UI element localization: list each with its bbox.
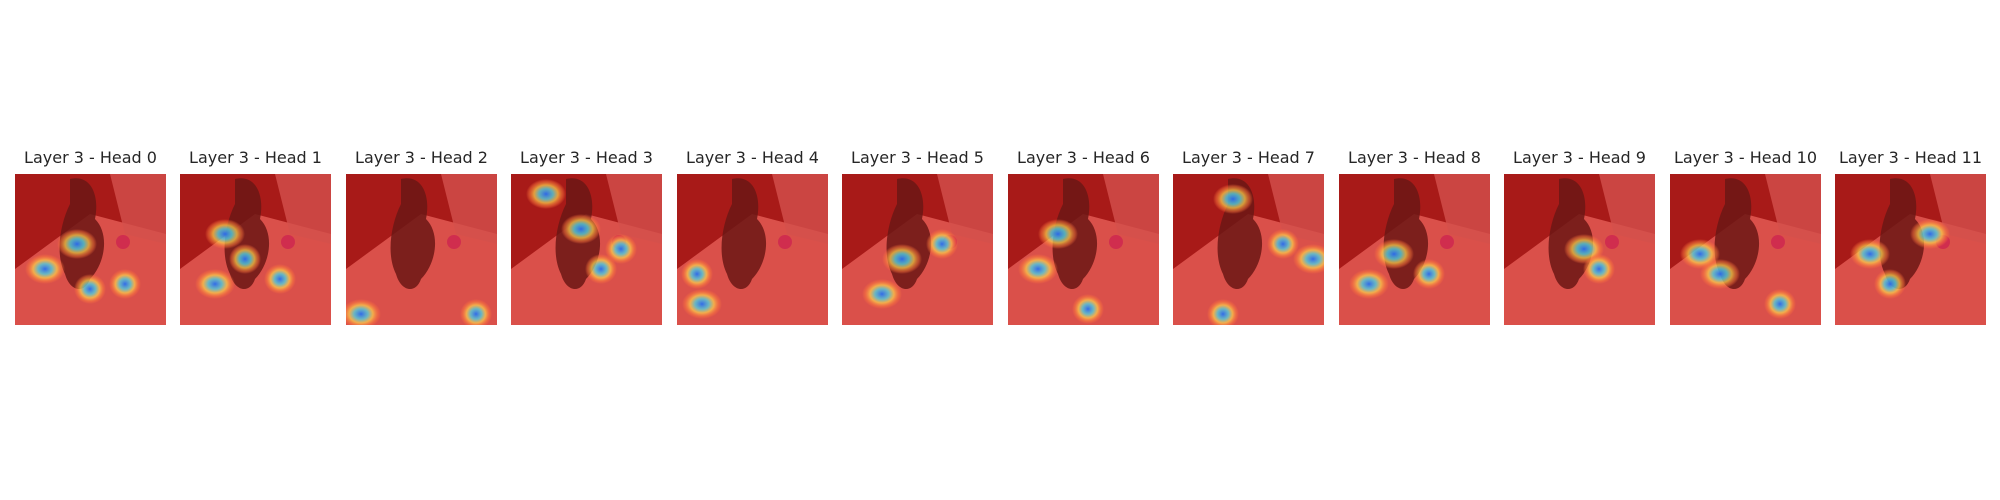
cabinet-shape bbox=[1599, 174, 1655, 244]
attention-hotspot bbox=[25, 254, 65, 284]
panel-title: Layer 3 - Head 10 bbox=[1673, 148, 1818, 167]
attention-hotspot bbox=[1413, 259, 1445, 289]
object-shape bbox=[116, 235, 130, 249]
panel-title: Layer 3 - Head 5 bbox=[851, 148, 984, 167]
attention-map-image bbox=[1835, 174, 1986, 325]
attention-hotspot bbox=[1018, 254, 1058, 284]
attention-map-image bbox=[1504, 174, 1655, 325]
attention-hotspot bbox=[1349, 269, 1389, 299]
attention-map-image bbox=[677, 174, 828, 325]
attention-hotspot bbox=[1910, 219, 1950, 249]
attention-map-image bbox=[1670, 174, 1821, 325]
attention-hotspot bbox=[862, 279, 902, 309]
attention-hotspot bbox=[1764, 289, 1796, 319]
attention-hotspot bbox=[109, 269, 141, 299]
panel-title: Layer 3 - Head 2 bbox=[355, 148, 488, 167]
cabinet-shape bbox=[441, 174, 497, 244]
attention-hotspot bbox=[1680, 239, 1720, 269]
attention-hotspot bbox=[1850, 239, 1890, 269]
attention-map-image bbox=[180, 174, 331, 325]
attention-map-image bbox=[511, 174, 662, 325]
cabinet-shape bbox=[1765, 174, 1821, 244]
attention-hotspot bbox=[1374, 239, 1414, 269]
attention-hotspot bbox=[205, 219, 245, 249]
panel-title: Layer 3 - Head 3 bbox=[520, 148, 653, 167]
attention-hotspot bbox=[1207, 299, 1239, 325]
attention-hotspot bbox=[526, 179, 566, 209]
attention-map-image bbox=[15, 174, 166, 325]
object-shape bbox=[447, 235, 461, 249]
attention-hotspot bbox=[585, 254, 617, 284]
attention-hotspot bbox=[882, 244, 922, 274]
attention-hotspot bbox=[605, 234, 637, 264]
cabinet-shape bbox=[772, 174, 828, 244]
object-shape bbox=[281, 235, 295, 249]
object-shape bbox=[1771, 235, 1785, 249]
object-shape bbox=[1440, 235, 1454, 249]
object-shape bbox=[1109, 235, 1123, 249]
attention-hotspot bbox=[1267, 229, 1299, 259]
attention-hotspot bbox=[1038, 219, 1078, 249]
panel-title: Layer 3 - Head 4 bbox=[686, 148, 819, 167]
cabinet-shape bbox=[1268, 174, 1324, 244]
heat-overlay bbox=[1339, 174, 1490, 325]
panel-title: Layer 3 - Head 7 bbox=[1182, 148, 1315, 167]
attention-hotspot bbox=[561, 214, 601, 244]
attention-hotspot bbox=[682, 289, 722, 319]
attention-hotspot bbox=[1583, 254, 1615, 284]
attention-hotspot bbox=[1213, 184, 1253, 214]
attention-hotspot bbox=[229, 244, 261, 274]
robot-arm-shape bbox=[390, 178, 436, 290]
attention-hotspot bbox=[346, 299, 381, 325]
attention-hotspot bbox=[57, 229, 97, 259]
attention-hotspot bbox=[264, 264, 296, 294]
attention-map-image bbox=[346, 174, 497, 325]
cabinet-shape bbox=[1434, 174, 1490, 244]
attention-hotspot bbox=[1874, 269, 1906, 299]
panel-title: Layer 3 - Head 8 bbox=[1348, 148, 1481, 167]
attention-hotspot bbox=[1293, 244, 1324, 274]
panel-title: Layer 3 - Head 1 bbox=[189, 148, 322, 167]
attention-map-image bbox=[1339, 174, 1490, 325]
object-shape bbox=[778, 235, 792, 249]
attention-hotspot bbox=[74, 274, 106, 304]
cabinet-shape bbox=[275, 174, 331, 244]
attention-map-image bbox=[842, 174, 993, 325]
robot-arm-shape bbox=[721, 178, 767, 290]
panel-title: Layer 3 - Head 9 bbox=[1513, 148, 1646, 167]
panel-title: Layer 3 - Head 0 bbox=[24, 148, 157, 167]
cabinet-shape bbox=[1103, 174, 1159, 244]
panel-title: Layer 3 - Head 11 bbox=[1838, 148, 1983, 167]
cabinet-shape bbox=[937, 174, 993, 244]
attention-hotspot bbox=[681, 259, 713, 289]
attention-hotspot bbox=[460, 299, 492, 325]
heat-overlay bbox=[842, 174, 993, 325]
panel-title: Layer 3 - Head 6 bbox=[1017, 148, 1150, 167]
robot-arm-shape bbox=[1879, 178, 1925, 290]
attention-map-image bbox=[1173, 174, 1324, 325]
object-shape bbox=[1605, 235, 1619, 249]
attention-hotspot bbox=[926, 229, 958, 259]
cabinet-shape bbox=[110, 174, 166, 244]
attention-hotspot bbox=[195, 269, 235, 299]
attention-hotspot bbox=[1072, 294, 1104, 324]
cabinet-shape bbox=[606, 174, 662, 244]
attention-map-image bbox=[1008, 174, 1159, 325]
